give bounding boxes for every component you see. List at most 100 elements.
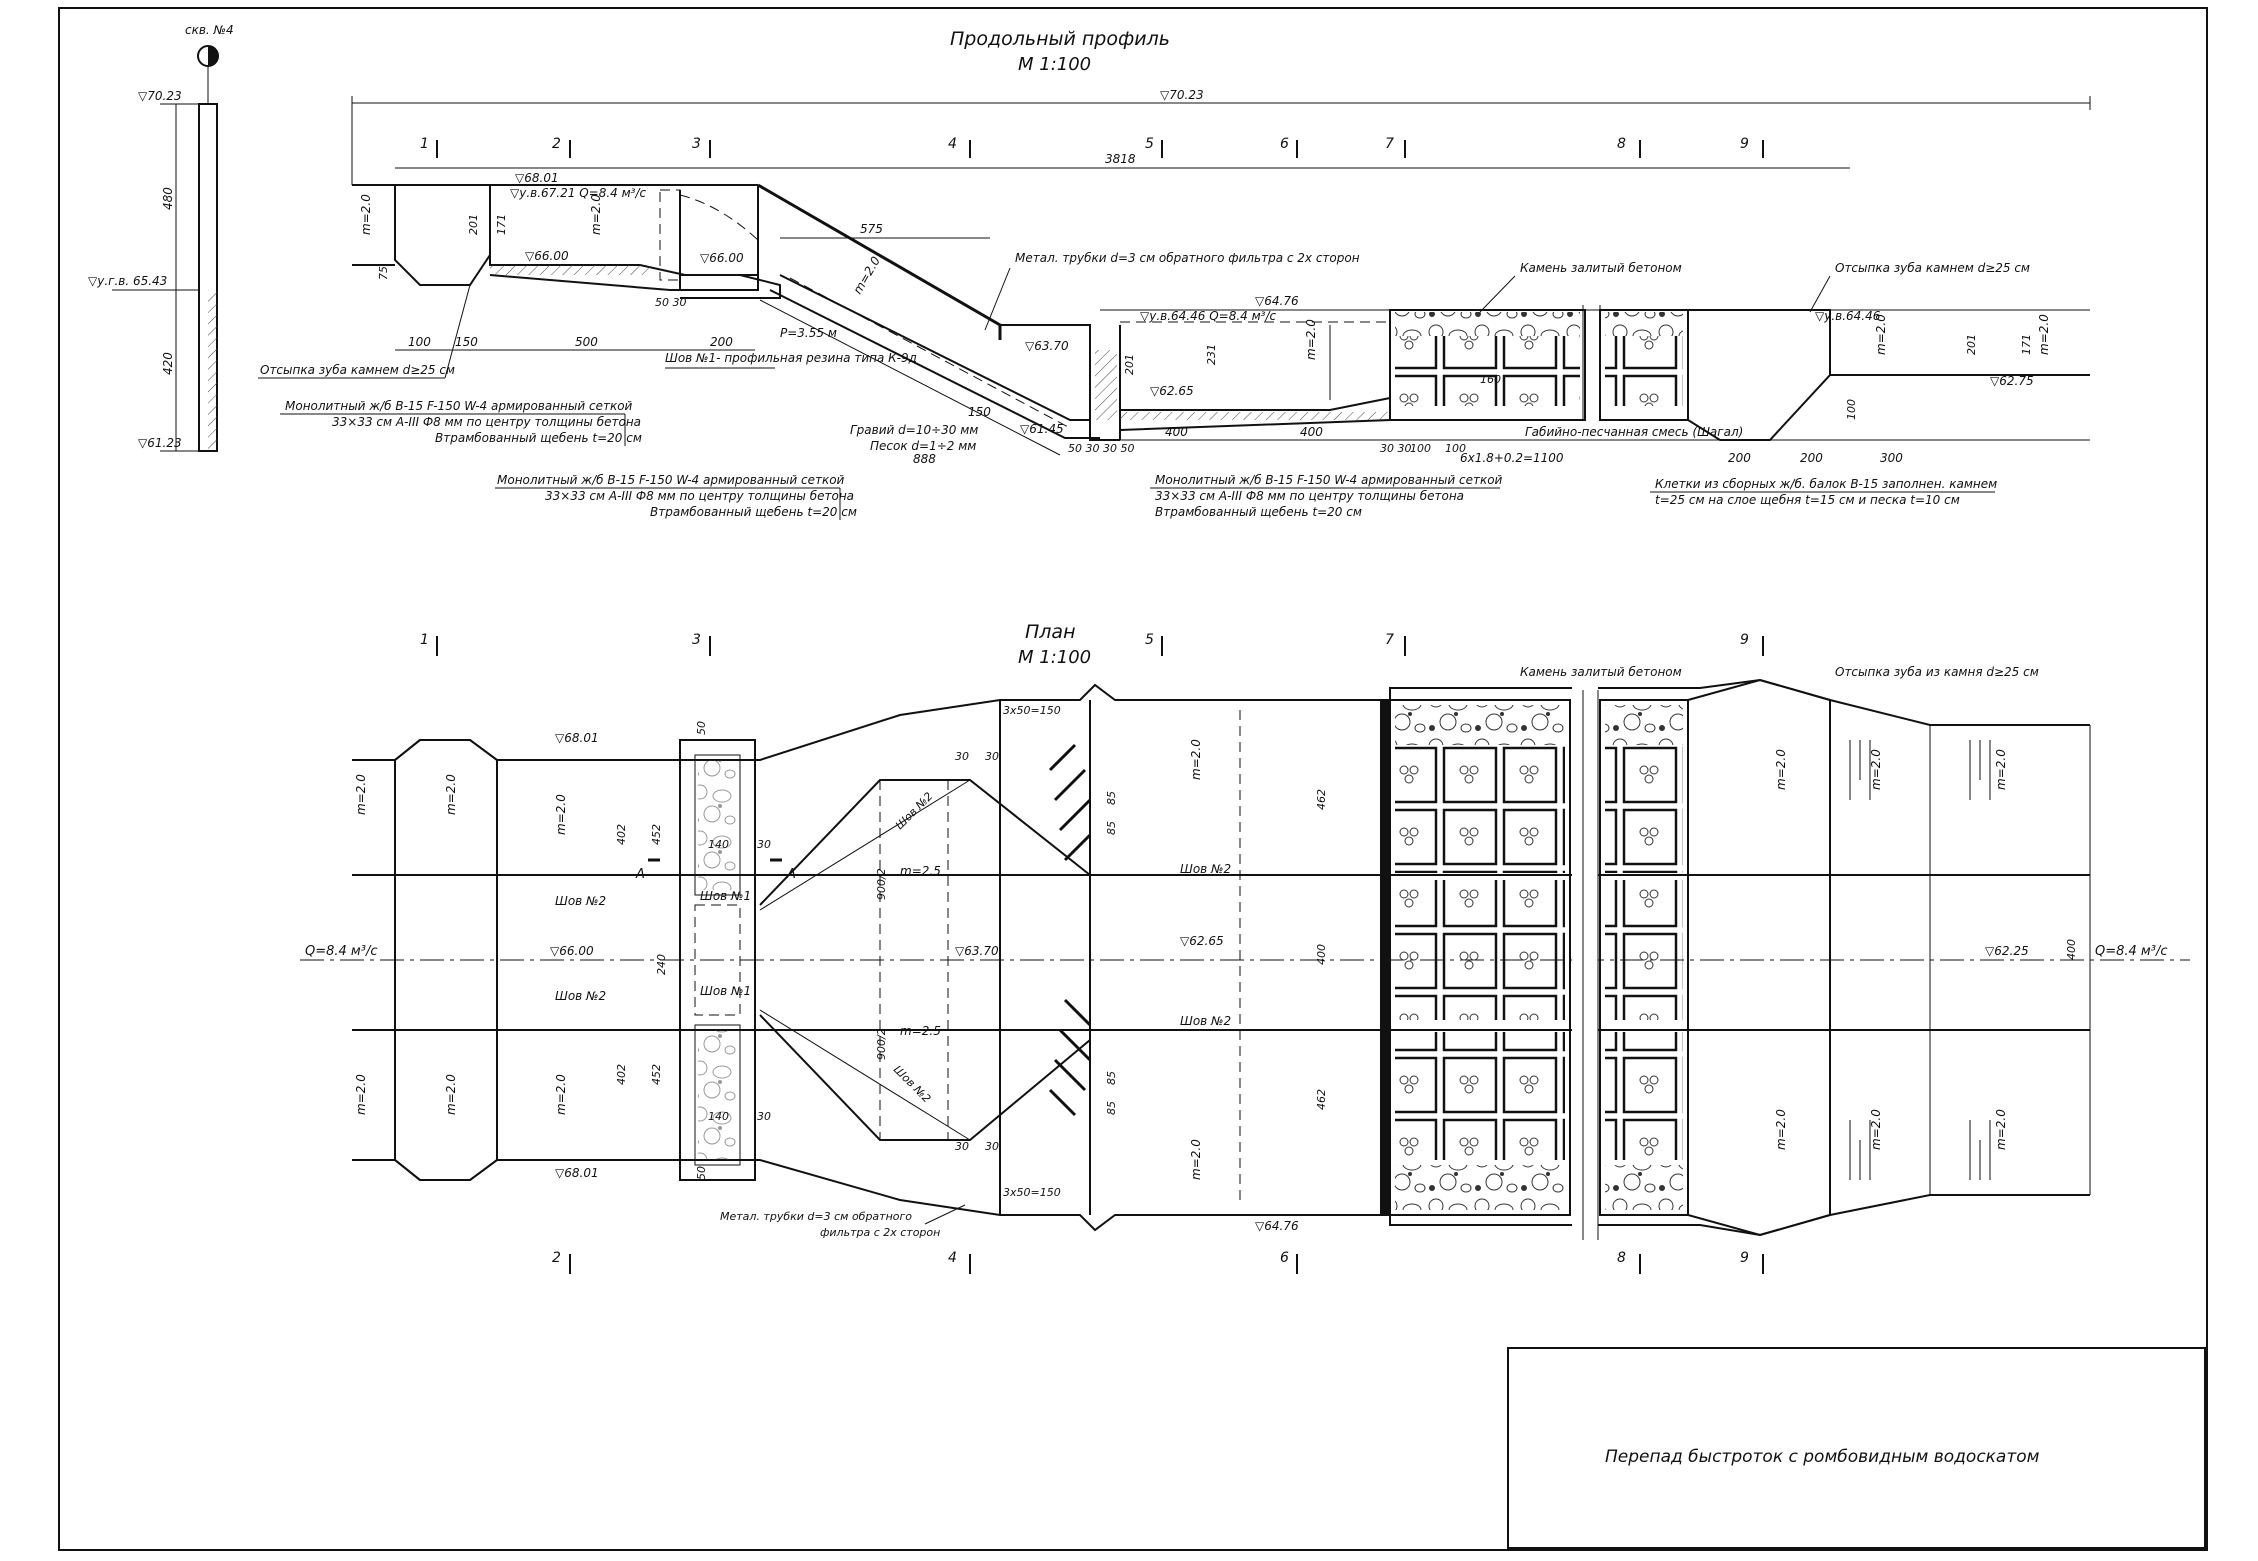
profile-mono3-l2: 33×33 см А-III Ф8 мм по центру толщины б… bbox=[1155, 489, 1464, 503]
profile-view: Продольный профиль М 1:100 ▽70.23 3818 m… bbox=[258, 28, 2091, 520]
plan-dim-462b: 462 bbox=[1315, 1089, 1328, 1110]
profile-sec-3: 3 bbox=[692, 136, 701, 152]
plan-dim-30f: 30 bbox=[985, 1140, 999, 1153]
profile-elev-6370: ▽63.70 bbox=[1025, 339, 1069, 353]
plan-elev-6476: ▽64.76 bbox=[1255, 1219, 1299, 1233]
profile-section-marks: 1 2 3 4 5 6 7 8 9 bbox=[420, 136, 1764, 158]
profile-sec-6: 6 bbox=[1280, 136, 1289, 152]
profile-sand: Песок d=1÷2 мм bbox=[870, 439, 976, 453]
plan-joint2-a: Шов №2 bbox=[555, 894, 606, 908]
plan-elev-6265: ▽62.65 bbox=[1180, 934, 1224, 948]
profile-dim-200: 200 bbox=[710, 335, 733, 349]
profile-dim-50303050: 50 30 30 50 bbox=[1068, 442, 1134, 455]
plan-joint2-f: Шов №2 bbox=[1180, 1014, 1231, 1028]
profile-dim-v201b: 201 bbox=[1123, 354, 1136, 375]
plan-dim-30a: 30 bbox=[757, 838, 771, 851]
plan-dim-30c: 30 bbox=[955, 750, 969, 763]
plan-m20-b: m=2.0 bbox=[354, 1074, 368, 1115]
plan-m20-i: m=2.0 bbox=[1869, 749, 1883, 790]
profile-mono1-l3: Втрамбованный щебень t=20 см bbox=[435, 431, 642, 445]
plan-dim-50a: 50 bbox=[695, 721, 708, 735]
borehole-top-elev: ▽70.23 bbox=[138, 89, 182, 103]
plan-sec-2: 2 bbox=[552, 1250, 561, 1266]
profile-sec-1: 1 bbox=[420, 136, 429, 152]
plan-sec-9: 9 bbox=[1740, 632, 1749, 648]
profile-dim-100b: 100 bbox=[1410, 442, 1431, 455]
plan-fill-note: Отсыпка зуба из камня d≥25 см bbox=[1835, 665, 2039, 679]
plan-dim-452b: 452 bbox=[650, 1064, 663, 1085]
plan-joint1-b: Шов №1 bbox=[700, 984, 751, 998]
sheet-border bbox=[58, 7, 2208, 1551]
profile-m20-f: m=2.0 bbox=[2037, 314, 2051, 355]
plan-m20-c: m=2.0 bbox=[444, 774, 458, 815]
profile-elev-6600-a: ▽66.00 bbox=[525, 249, 569, 263]
plan-dim-402b: 402 bbox=[615, 1064, 628, 1085]
plan-dim-900b: 900/2 bbox=[875, 1028, 888, 1060]
profile-dim-mesh: 6х1.8+0.2=1100 bbox=[1460, 451, 1564, 465]
plan-m25-a: m=2.5 bbox=[900, 864, 941, 878]
profile-cells-l1: Клетки из сборных ж/б. балок В-15 заполн… bbox=[1655, 477, 1997, 491]
plan-scale: М 1:100 bbox=[1018, 647, 1091, 668]
borehole-bottom-elev: ▽61.23 bbox=[138, 436, 182, 450]
profile-flow-right: ▽у.в.64.46 bbox=[1815, 309, 1881, 323]
profile-cells-l2: t=25 см на слое щебня t=15 см и песка t=… bbox=[1655, 493, 1960, 507]
profile-elev-6600-b: ▽66.00 bbox=[700, 251, 744, 265]
profile-m20-c: m=2.0 bbox=[850, 254, 883, 297]
plan-sec-4: 4 bbox=[948, 1250, 957, 1266]
profile-flow-top: ▽у.в.67.21 Q=8.4 м³/с bbox=[510, 186, 647, 200]
profile-flow-mid: ▽у.в.64.46 Q=8.4 м³/с bbox=[1140, 309, 1277, 323]
plan-m20-e: m=2.0 bbox=[554, 794, 568, 835]
plan-dim-402a: 402 bbox=[615, 824, 628, 845]
profile-dim-v201c: 201 bbox=[1965, 334, 1978, 355]
profile-dim-3030: 30 30 bbox=[1380, 442, 1412, 455]
profile-m20-b: m=2.0 bbox=[589, 194, 603, 235]
profile-joint1: Шов №1- профильная резина типа К-9д bbox=[665, 351, 917, 365]
plan-section-a-right: А bbox=[786, 867, 796, 882]
profile-mono2-l1: Монолитный ж/б В-15 F-150 W-4 армированн… bbox=[497, 473, 845, 487]
profile-dim-100c: 100 bbox=[1445, 442, 1466, 455]
plan-dim-400b: 400 bbox=[2065, 939, 2078, 960]
profile-title: Продольный профиль bbox=[950, 28, 1170, 50]
profile-stone-fill-right: Отсыпка зуба камнем d≥25 см bbox=[1835, 261, 2030, 275]
profile-elev-6265: ▽62.65 bbox=[1150, 384, 1194, 398]
profile-m20-d: m=2.0 bbox=[1304, 319, 1318, 360]
profile-concrete-stone: Камень залитый бетоном bbox=[1520, 261, 1682, 275]
borehole-column: скв. №4 ▽70.23 ▽у.г.в. 65.43 ▽61.23 480 … bbox=[88, 23, 234, 452]
plan-dim-140a: 140 bbox=[708, 838, 729, 851]
profile-seg-575: 575 bbox=[860, 222, 883, 236]
plan-section-a-left: А bbox=[635, 867, 645, 882]
plan-dim-452a: 452 bbox=[650, 824, 663, 845]
plan-dim-50b: 50 bbox=[695, 1166, 708, 1180]
plan-m25-b: m=2.5 bbox=[900, 1024, 941, 1038]
plan-dim-85b: 85 bbox=[1105, 821, 1118, 835]
profile-sec-5: 5 bbox=[1145, 136, 1154, 152]
profile-dim-200c: 200 bbox=[1800, 451, 1823, 465]
profile-m20-e: m=2.0 bbox=[1874, 314, 1888, 355]
profile-mono2-l3: Втрамбованный щебень t=20 см bbox=[650, 505, 857, 519]
plan-m20-j: m=2.0 bbox=[1994, 749, 2008, 790]
plan-joint2-b: Шов №2 bbox=[555, 989, 606, 1003]
plan-view: План М 1:100 1 3 5 7 9 m=2.0 m=2.0 m=2.0… bbox=[300, 621, 2190, 1274]
profile-top-elev: ▽70.23 bbox=[1160, 88, 1204, 102]
plan-section-marks-bottom: 2 4 6 8 9 bbox=[552, 1250, 1764, 1274]
profile-dim-400a: 400 bbox=[1165, 425, 1188, 439]
plan-m20-d: m=2.0 bbox=[444, 1074, 458, 1115]
profile-elev-6801: ▽68.01 bbox=[515, 171, 559, 185]
plan-m20-a: m=2.0 bbox=[354, 774, 368, 815]
plan-flow-left: Q=8.4 м³/с bbox=[305, 944, 377, 959]
plan-sec-7: 7 bbox=[1385, 632, 1394, 648]
plan-m20-n: m=2.0 bbox=[1774, 1109, 1788, 1150]
profile-elev-6275: ▽62.75 bbox=[1990, 374, 2034, 388]
profile-dim-200b: 200 bbox=[1728, 451, 1751, 465]
profile-dim-500: 500 bbox=[575, 335, 598, 349]
profile-dim-v231: 231 bbox=[1205, 344, 1218, 365]
plan-dim-3x50-top: 3х50=150 bbox=[1003, 704, 1061, 717]
plan-elev-6801-top: ▽68.01 bbox=[555, 731, 599, 745]
profile-dim-v171c: 171 bbox=[2020, 334, 2033, 355]
plan-sec-8: 8 bbox=[1617, 1250, 1626, 1266]
borehole-dim-upper: 480 bbox=[161, 187, 175, 210]
plan-dim-30d: 30 bbox=[985, 750, 999, 763]
plan-dim-85d: 85 bbox=[1105, 1101, 1118, 1115]
plan-elev-6801-bot: ▽68.01 bbox=[555, 1166, 599, 1180]
